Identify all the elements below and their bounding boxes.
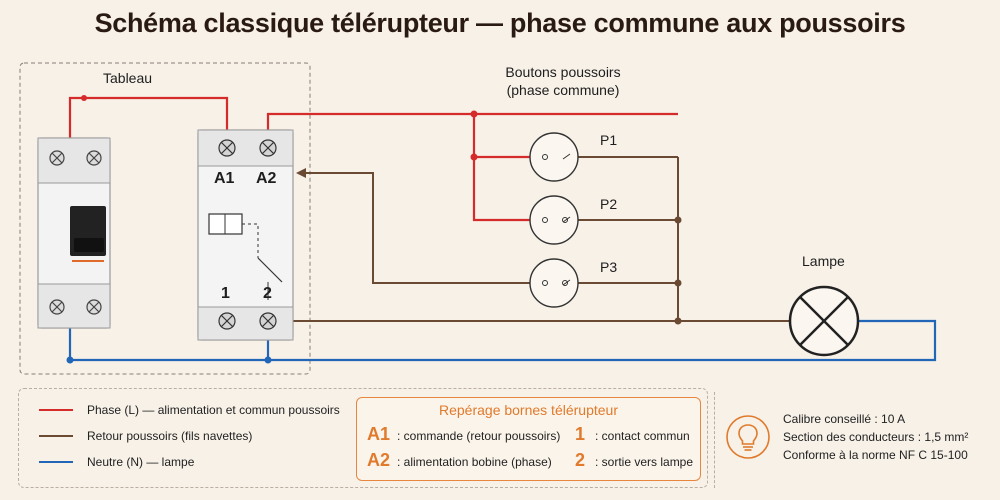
pushbutton-p1 — [529, 132, 579, 182]
reperage-text-1: : contact commun — [595, 429, 690, 443]
page-title: Schéma classique télérupteur — phase com… — [94, 8, 906, 38]
legend-box: Phase (L) — alimentation et commun pouss… — [18, 388, 708, 488]
arrow-head — [296, 168, 306, 178]
pushbutton-p2-label: P2 — [600, 196, 618, 212]
relay-contact — [242, 223, 259, 258]
lightbulb-icon — [726, 415, 770, 459]
pushbutton-p3 — [529, 258, 579, 308]
retour-wires — [293, 156, 790, 322]
pushbutton-p2 — [529, 195, 579, 245]
legend-text-neutre: Neutre (N) — lampe — [87, 455, 195, 469]
info-box: Calibre conseillé : 10 A Section des con… — [714, 392, 984, 488]
legend-item-neutre: Neutre (N) — lampe — [39, 454, 194, 470]
info-line-section: Section des conducteurs : 1,5 mm² — [783, 430, 969, 444]
terminal-2-label: 2 — [263, 285, 272, 302]
info-line-calibre: Calibre conseillé : 10 A — [783, 412, 906, 426]
reperage-code-2: 2 — [575, 450, 586, 470]
reperage-code-a1: A1 — [367, 424, 391, 444]
info-line-norme: Conforme à la norme NF C 15-100 — [783, 448, 968, 462]
circuit-breaker — [37, 137, 111, 329]
terminal-a2-label: A2 — [256, 170, 277, 187]
pushbutton-p1-label: P1 — [600, 132, 618, 148]
reperage-box: Repérage bornes télérupteur A1 : command… — [356, 397, 701, 481]
lamp-label: Lampe — [802, 253, 845, 269]
reperage-text-2: : sortie vers lampe — [595, 455, 694, 469]
legend-item-retour: Retour poussoirs (fils navettes) — [39, 428, 252, 444]
legend-swatch-retour — [39, 435, 73, 437]
reperage-code-a2: A2 — [367, 450, 391, 470]
legend-text-phase: Phase (L) — alimentation et commun pouss… — [87, 403, 340, 417]
reperage-text-a2: : alimentation bobine (phase) — [397, 455, 552, 469]
panel-label: Tableau — [103, 70, 153, 86]
terminal-1-label: 1 — [221, 285, 230, 302]
terminal-a1-label: A1 — [214, 170, 235, 187]
junction-dots — [66, 95, 682, 364]
legend-swatch-phase — [39, 409, 73, 411]
buttons-group-label: Boutons poussoirs (phase commune) — [505, 64, 621, 98]
reperage-title: Repérage bornes télérupteur — [438, 402, 618, 418]
reperage-text-a1: : commande (retour poussoirs) — [397, 429, 561, 443]
legend-item-phase: Phase (L) — alimentation et commun pouss… — [39, 402, 340, 418]
lamp-symbol — [788, 285, 860, 357]
legend-text-retour: Retour poussoirs (fils navettes) — [87, 429, 253, 443]
remote-relay — [197, 129, 294, 341]
pushbutton-p3-label: P3 — [600, 259, 618, 275]
reperage-code-1: 1 — [575, 424, 586, 444]
panel-border — [19, 62, 311, 375]
legend-swatch-neutre — [39, 461, 73, 463]
